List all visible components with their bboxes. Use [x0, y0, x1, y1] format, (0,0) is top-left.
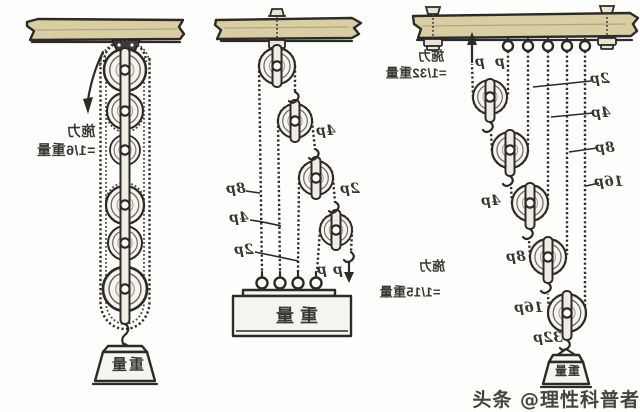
beam-bolt: [423, 6, 443, 51]
watermark: 头条 @理性科普者: [472, 389, 640, 411]
left-force-value: =1/6重量: [36, 142, 96, 158]
pulley-stack: [101, 47, 149, 325]
right-weight-label: 重量: [553, 364, 581, 378]
middle-weight-label: 重量: [270, 306, 318, 326]
hooks: [287, 90, 355, 264]
beam-bolt: [597, 5, 617, 50]
segment-label-4p: 4p: [481, 193, 501, 209]
rope-label-8p: 8p: [595, 140, 615, 156]
force-arrow-down-icon: [344, 260, 354, 283]
middle-force-label: 施力: [418, 258, 446, 274]
right-force-value: =1/32重量: [385, 65, 447, 81]
diagram-left-chain-hoist: [25, 17, 186, 386]
rope-label-p: p: [317, 262, 327, 278]
anchor-rings: [501, 37, 592, 53]
force-arrow-up-icon: [467, 32, 477, 64]
pull-label-p: p: [333, 262, 343, 278]
rope1-label-p: p: [495, 54, 505, 70]
left-force-label: 施力: [66, 123, 96, 139]
segment-label-2p: 2p: [340, 181, 360, 197]
segment-label-4p: 4p: [316, 123, 336, 139]
segment-label-16p: 16p: [514, 300, 544, 316]
rope-label-2p: 2p: [590, 71, 610, 87]
rope-label-2p: 2p: [234, 242, 254, 258]
weight-block: [231, 294, 353, 338]
ceiling-beam: [213, 16, 363, 41]
rope-label-16p: 16p: [594, 174, 624, 190]
rope-label-4p: 4p: [591, 105, 611, 121]
weight-block: [539, 353, 593, 389]
left-weight-label: 重量: [109, 356, 145, 374]
middle-force-value: =1/15重量: [379, 284, 441, 300]
diagram-middle-compound-tackle: [213, 8, 363, 338]
block-eyelets: [255, 270, 323, 290]
leader-lines: [245, 190, 299, 262]
leader-lines: [532, 80, 600, 187]
rope-label-8p: 8p: [226, 181, 246, 197]
segment-label-8p: 8p: [506, 249, 526, 265]
segment-label-32p: 32p: [533, 330, 563, 346]
force-arrow-down-icon: [83, 50, 105, 114]
weight-block: [91, 344, 159, 386]
pulley-strap: [119, 47, 131, 325]
right-force-label: 施力: [417, 48, 445, 64]
rope-label-4p: 4p: [229, 210, 249, 226]
diagram-right-cascade: [411, 5, 640, 389]
pull-label-p: p: [475, 54, 485, 70]
